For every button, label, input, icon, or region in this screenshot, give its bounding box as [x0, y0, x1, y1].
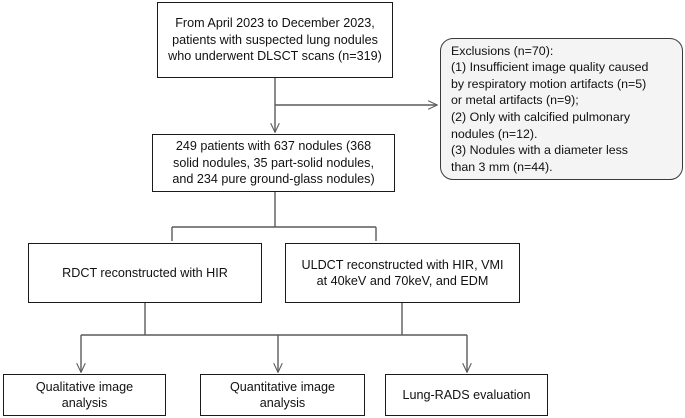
node-rdct: RDCT reconstructed with HIR — [28, 243, 262, 303]
node-uldct: ULDCT reconstructed with HIR, VMI at 40k… — [285, 243, 520, 303]
node-cohort: From April 2023 to December 2023, patien… — [157, 2, 393, 78]
node-cohort-label: From April 2023 to December 2023, patien… — [168, 16, 382, 64]
node-included-cohort: 249 patients with 637 nodules (368 solid… — [152, 134, 395, 192]
node-lung-rads-evaluation: Lung-RADS evaluation — [385, 374, 548, 416]
node-rdct-label: RDCT reconstructed with HIR — [62, 265, 228, 280]
node-qualitative-analysis-label: Qualitative image analysis — [35, 379, 134, 411]
node-exclusions: Exclusions (n=70): (1) Insufficient imag… — [440, 38, 683, 180]
node-exclusions-label: Exclusions (n=70): (1) Insufficient imag… — [451, 43, 649, 174]
node-included-cohort-label: 249 patients with 637 nodules (368 solid… — [172, 139, 375, 187]
node-quantitative-analysis-label: Quantitative image analysis — [229, 379, 335, 411]
node-lung-rads-evaluation-label: Lung-RADS evaluation — [402, 387, 531, 402]
node-quantitative-analysis: Quantitative image analysis — [200, 374, 365, 416]
node-qualitative-analysis: Qualitative image analysis — [3, 374, 166, 416]
node-uldct-label: ULDCT reconstructed with HIR, VMI at 40k… — [301, 257, 504, 289]
